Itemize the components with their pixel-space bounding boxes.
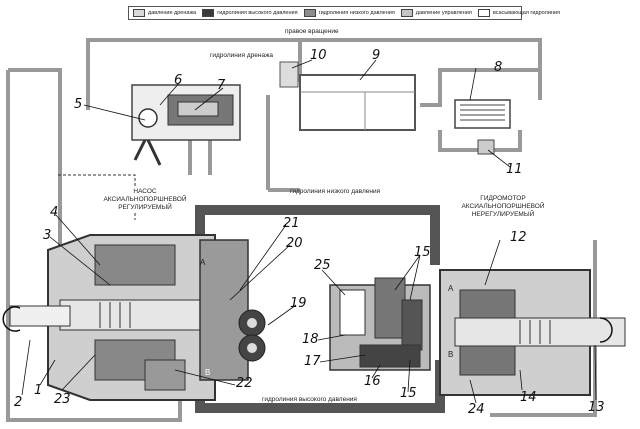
callout-19: 19 bbox=[290, 296, 307, 311]
drain-lines bbox=[6, 38, 597, 422]
callout-6: 6 bbox=[174, 73, 183, 88]
callout-15-top: 15 bbox=[414, 245, 431, 260]
callout-18: 18 bbox=[302, 332, 319, 347]
leader-lines bbox=[21, 59, 597, 404]
legend-label: давление управления bbox=[415, 10, 472, 16]
legend-swatch-suction bbox=[477, 9, 490, 17]
callout-20: 20 bbox=[286, 236, 303, 251]
low-pressure-line-label: гидролиния низкого давления bbox=[290, 188, 381, 195]
pump-port-b: B bbox=[205, 368, 211, 377]
legend-swatch-low bbox=[303, 9, 316, 17]
legend-item-low: гидролиния низкого давления bbox=[303, 9, 395, 17]
callout-16: 16 bbox=[364, 374, 381, 389]
callout-9: 9 bbox=[372, 48, 381, 63]
legend-item-suction: всасывающая гидролиния bbox=[477, 9, 560, 17]
callout-2: 2 bbox=[14, 395, 23, 410]
callout-7: 7 bbox=[217, 78, 226, 93]
callout-22: 22 bbox=[236, 376, 253, 391]
legend-item-drain: давление дренажа bbox=[133, 9, 196, 17]
callout-13: 13 bbox=[588, 400, 605, 415]
servo bbox=[138, 108, 158, 128]
motor-port-b: B bbox=[448, 350, 454, 359]
legend-swatch-drain bbox=[133, 9, 145, 17]
pump-rotation-arrow bbox=[2, 306, 21, 332]
legend-label: давление дренажа bbox=[148, 10, 197, 16]
legend-swatch-control bbox=[400, 9, 413, 17]
callout-23: 23 bbox=[54, 392, 71, 407]
callout-17: 17 bbox=[304, 354, 321, 369]
legend-label: гидролиния высокого давления bbox=[217, 10, 298, 16]
callout-14: 14 bbox=[520, 390, 537, 405]
callout-1: 1 bbox=[34, 383, 43, 398]
legend-item-high: гидролиния высокого давления bbox=[202, 9, 298, 17]
motor-title: ГИДРОМОТОР АКСИАЛЬНОПОРШНЕВОЙ НЕРЕГУЛИРУ… bbox=[448, 195, 558, 219]
drain-line-label: гидролиния дренажа bbox=[210, 52, 274, 59]
cooler bbox=[454, 99, 511, 129]
callout-21: 21 bbox=[283, 216, 300, 231]
motor-port-a: A bbox=[448, 284, 454, 293]
callout-12: 12 bbox=[510, 230, 527, 245]
callout-4: 4 bbox=[50, 205, 59, 220]
rotation-label: правое вращение bbox=[285, 28, 339, 35]
callout-3: 3 bbox=[43, 228, 52, 243]
callout-15-bottom: 15 bbox=[400, 386, 417, 401]
legend: давление дренажа гидролиния высокого дав… bbox=[128, 6, 560, 20]
motor-rotation-arrow bbox=[599, 317, 613, 343]
pump-shaft bbox=[59, 299, 221, 331]
callout-5: 5 bbox=[74, 97, 83, 112]
callout-10: 10 bbox=[310, 48, 327, 63]
pump-port-a: A bbox=[200, 258, 206, 267]
legend-swatch-high bbox=[202, 9, 215, 17]
pump-title: НАСОС АКСИАЛЬНОПОРШНЕВОЙ РЕГУЛИРУЕМЫЙ bbox=[100, 188, 190, 212]
callout-8: 8 bbox=[494, 60, 503, 75]
callout-11: 11 bbox=[506, 162, 523, 177]
check-valve bbox=[477, 139, 495, 155]
high-pressure-line-label: гидролиния высокого давления bbox=[262, 396, 357, 403]
tank bbox=[299, 74, 416, 131]
callout-24: 24 bbox=[468, 402, 485, 417]
legend-label: всасывающая гидролиния bbox=[492, 10, 560, 16]
legend-label: гидролиния низкого давления bbox=[318, 10, 395, 16]
legend-item-control: давление управления bbox=[400, 9, 472, 17]
callout-25: 25 bbox=[314, 258, 331, 273]
filter bbox=[279, 61, 299, 88]
